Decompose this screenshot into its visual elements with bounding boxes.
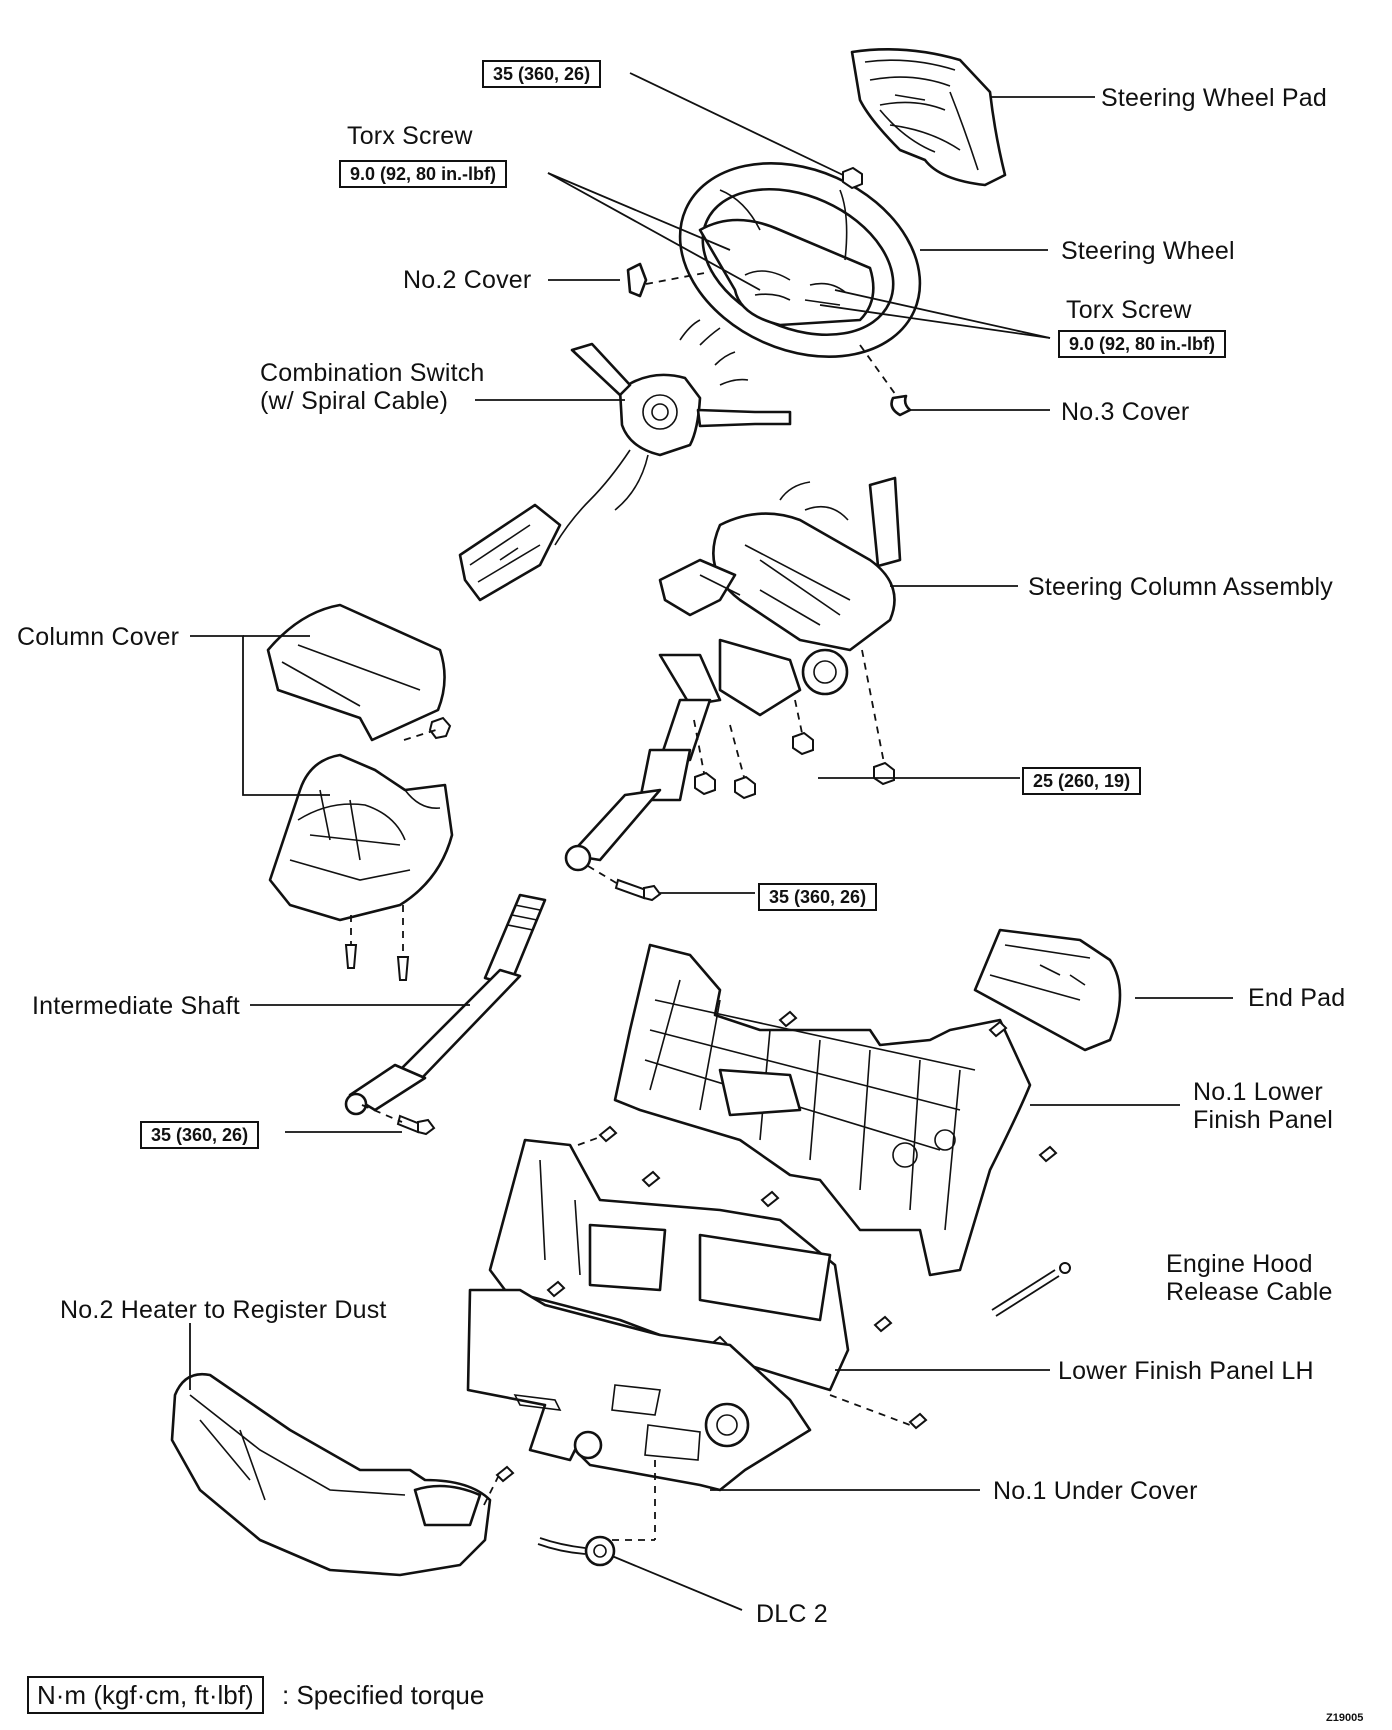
column-mount-nuts [694,731,895,800]
label-combination-switch: Combination Switch (w/ Spiral Cable) [260,359,485,415]
label-lower-finish-panel-lh: Lower Finish Panel LH [1058,1357,1314,1385]
column-cover-lower [268,753,454,922]
leader-lines [189,72,1233,1611]
torque-spec-column-bolt: 35 (360, 26) [758,883,878,911]
no1-lower-finish-panel [613,943,1032,1277]
label-heater-register-duct: No.2 Heater to Register Dust [60,1296,387,1324]
figure-code: Z19005 [1326,1712,1364,1724]
label-no2-cover: No.2 Cover [403,266,532,294]
legend-torque-meaning: : Specified torque [282,1680,485,1710]
finish-panel-screws [598,1010,1058,1208]
label-torx-screw-right: Torx Screw [1066,296,1192,324]
column-cover-screws [344,716,452,981]
lower-finish-panel-lh [488,1138,850,1392]
steering-column-assembly [564,476,902,872]
column-lower-bolt [614,878,662,902]
label-no1-under-cover: No.1 Under Cover [993,1477,1198,1505]
label-engine-hood-release-cable: Engine Hood Release Cable [1166,1250,1333,1306]
end-pad [973,928,1122,1052]
no2-cover [626,262,648,298]
dlc2-connector [537,1535,616,1567]
label-dlc2: DLC 2 [756,1600,828,1628]
steering-wheel [678,162,922,358]
label-intermediate-shaft: Intermediate Shaft [32,992,240,1020]
duct-screw [495,1465,515,1483]
no3-cover [890,394,912,417]
label-steering-wheel-pad: Steering Wheel Pad [1101,84,1327,112]
wheel-nut [842,166,863,190]
label-steering-wheel: Steering Wheel [1061,237,1235,265]
label-column-cover: Column Cover [17,623,180,651]
heater-register-duct [170,1372,492,1577]
lower-panel-screws [546,1280,928,1430]
engine-hood-release-cable [991,1262,1071,1317]
combination-switch [458,319,792,602]
intermediate-shaft [344,893,547,1116]
torque-spec-shaft-bolt: 35 (360, 26) [140,1121,260,1149]
steering-wheel-pad [850,48,1007,187]
column-cover-upper [266,603,446,742]
dashed-assembly-lines [350,271,911,1541]
label-no1-lower-finish-panel: No.1 Lower Finish Panel [1193,1078,1333,1134]
label-torx-screw-left: Torx Screw [347,122,473,150]
label-end-pad: End Pad [1248,984,1346,1012]
torque-spec-torx-left: 9.0 (92, 80 in.-lbf) [339,160,508,188]
shaft-bolt [396,1114,436,1136]
label-no3-cover: No.3 Cover [1061,398,1190,426]
label-steering-column-assembly: Steering Column Assembly [1028,573,1333,601]
torque-spec-column-nut: 25 (260, 19) [1022,767,1142,795]
legend-torque-unit: N·m (kgf·cm, ft·lbf) [27,1676,264,1714]
torque-spec-wheel-nut: 35 (360, 26) [482,60,602,88]
torque-spec-torx-right: 9.0 (92, 80 in.-lbf) [1058,330,1227,358]
